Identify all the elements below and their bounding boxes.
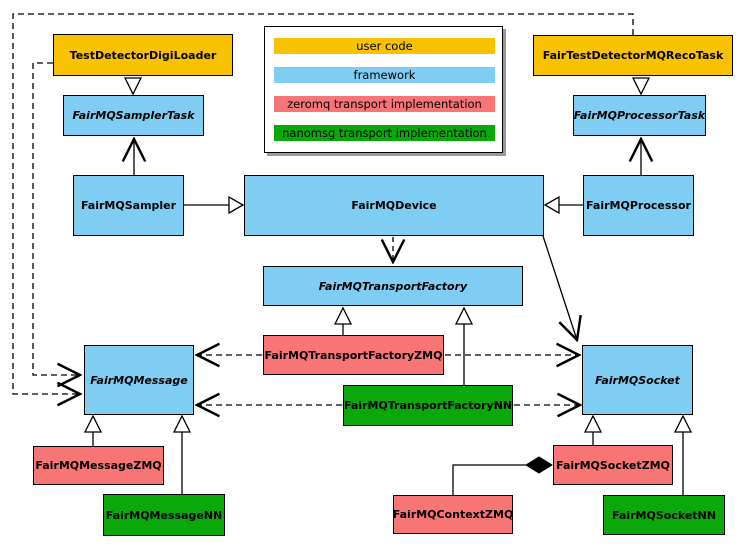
node-fairmqtransportfactorynn: FairMQTransportFactoryNN bbox=[343, 385, 513, 426]
node-fairmqdevice: FairMQDevice bbox=[244, 175, 544, 236]
node-fairmqsocket: FairMQSocket bbox=[582, 345, 693, 415]
edge-fairmqsocketzmq-fairmqsocket-inherit bbox=[583, 414, 603, 445]
edge-fairmqtransportfactorynn-fairmqtransportfactory-inherit bbox=[454, 306, 474, 385]
node-fairmqmessage: FairMQMessage bbox=[84, 345, 194, 415]
legend-item-user-code: user code bbox=[274, 38, 495, 54]
legend-item-zeromq: zeromq transport implementation bbox=[274, 96, 495, 112]
edge-testdetectordigiloader-fairmqsamplertask-inherit bbox=[123, 77, 143, 96]
node-fairmqsocketnn: FairMQSocketNN bbox=[603, 495, 725, 535]
edge-fairtestdetectormqrecotask-fairmqprocessortask-inherit bbox=[631, 77, 651, 96]
node-fairmqmessagenn: FairMQMessageNN bbox=[103, 494, 225, 536]
node-fairmqsampler: FairMQSampler bbox=[73, 175, 184, 236]
legend-item-nanomsg: nanomsg transport implementation bbox=[274, 125, 495, 141]
edge-fairmqprocessor-fairmqdevice-inherit bbox=[543, 195, 583, 215]
node-fairmqprocessortask: FairMQProcessorTask bbox=[573, 95, 706, 136]
node-fairmqtransportfactoryzmq: FairMQTransportFactoryZMQ bbox=[263, 335, 444, 375]
node-fairmqprocessor: FairMQProcessor bbox=[583, 175, 694, 236]
node-fairtestdetectormqrecotask: FairTestDetectorMQRecoTask bbox=[533, 35, 733, 76]
node-fairmqmessagezmq: FairMQMessageZMQ bbox=[33, 446, 164, 485]
legend: user code framework zeromq transport imp… bbox=[264, 26, 503, 153]
edge-fairmqsampler-fairmqdevice-inherit bbox=[184, 195, 245, 215]
edge-fairmqmessagenn-fairmqmessage-inherit bbox=[172, 414, 192, 494]
edge-fairmqsocketnn-fairmqsocket-inherit bbox=[673, 414, 693, 495]
node-fairmqsamplertask: FairMQSamplerTask bbox=[63, 95, 204, 136]
legend-item-framework: framework bbox=[274, 67, 495, 83]
edge-fairmqtransportfactoryzmq-fairmqtransportfactory-inherit bbox=[333, 306, 353, 335]
edge-fairmqdevice-fairmqsocket bbox=[542, 235, 577, 340]
node-fairmqtransportfactory: FairMQTransportFactory bbox=[263, 266, 523, 306]
node-fairmqcontextzmq: FairMQContextZMQ bbox=[393, 495, 513, 534]
edge-fairmqcontextzmq-fairmqsocketzmq-composition bbox=[452, 456, 553, 495]
node-fairmqsocketzmq: FairMQSocketZMQ bbox=[553, 445, 673, 485]
node-testdetectordigiloader: TestDetectorDigiLoader bbox=[53, 34, 233, 76]
edge-fairmqmessagezmq-fairmqmessage-inherit bbox=[83, 414, 103, 446]
